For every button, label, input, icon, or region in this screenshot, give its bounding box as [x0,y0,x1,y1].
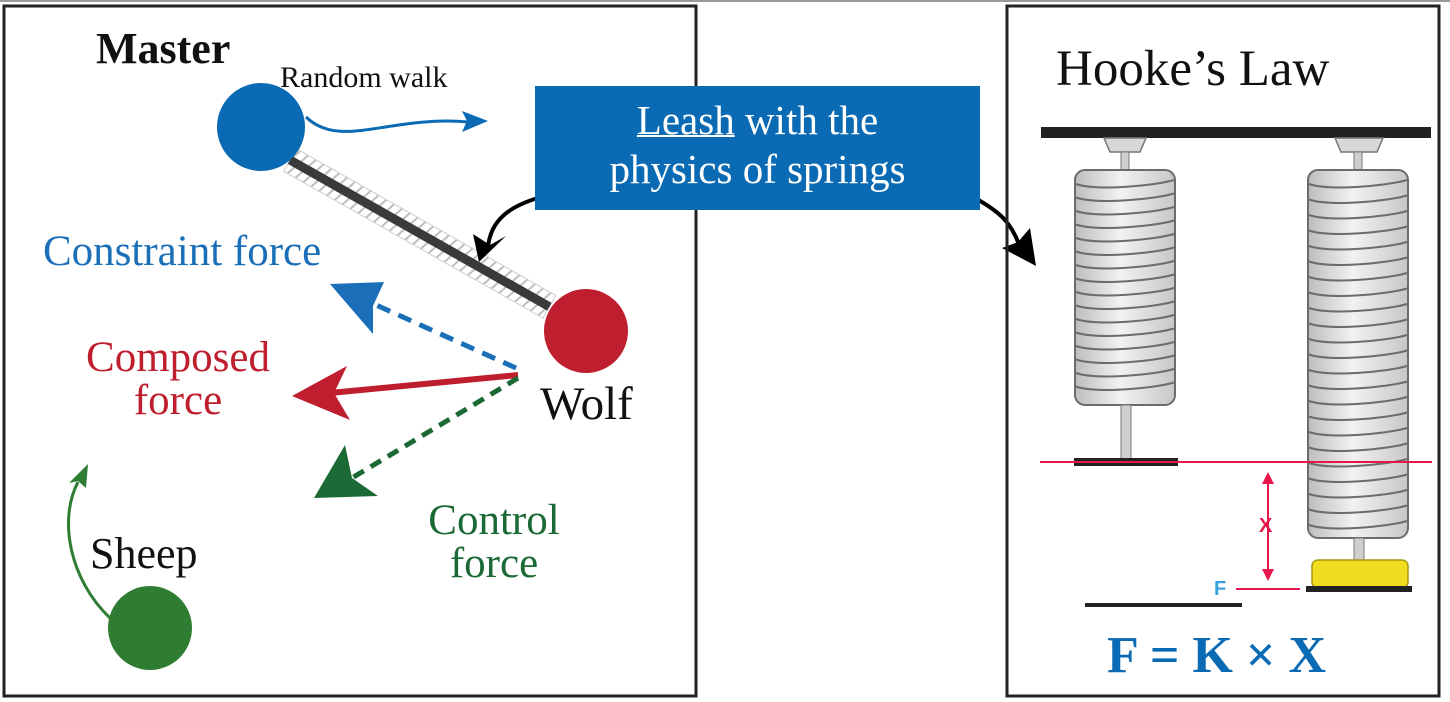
composed-force-line-1: Composed [86,334,270,381]
callout-line-2: physics of springs [609,146,906,192]
stretched-spring [1306,137,1412,592]
spring-coil [1308,334,1408,344]
constraint-force-arrow [363,297,518,371]
spring-coil [1075,260,1175,270]
spring-coil [1075,300,1175,310]
spring-coil [1308,458,1408,468]
spring-coil [1308,241,1408,251]
spring-coil [1075,206,1175,216]
constraint-force-arrowhead [330,282,384,334]
hookes-law-title: Hooke’s Law [1056,41,1330,97]
ceiling-bar [1041,127,1431,138]
spring-coil [1075,219,1175,229]
x-dimension-down-arrow [1262,569,1274,581]
callout-pointer-left [486,194,546,249]
spring-coil [1308,520,1408,530]
control-force-line-2: force [449,540,539,587]
hanging-weight [1311,559,1409,589]
spring-coil [1308,365,1408,375]
spring-coil [1075,368,1175,378]
sheep-path-arrowhead [69,464,88,488]
wolf-label: Wolf [540,378,633,430]
control-force-line-1: Control [428,497,560,544]
spring-coil [1075,341,1175,351]
force-label: F [1214,578,1227,600]
sheep-path-arrow [67,481,112,620]
control-force-arrow [350,375,520,481]
composed-force-arrowhead [292,366,350,420]
spring-coil [1308,179,1408,189]
spring-coil [1075,192,1175,202]
spring-coil [1308,473,1408,483]
spring-coil [1308,427,1408,437]
sheep-label: Sheep [90,529,198,578]
composed-force-arrow [329,372,519,396]
spring-coil [1308,256,1408,266]
spring-coil [1075,273,1175,283]
left-panel-frame [2,4,698,698]
spring-coil [1308,489,1408,499]
random-walk-arrow [304,115,469,133]
spring-coil [1075,179,1175,189]
callout-pointer-right [974,196,1020,243]
spring-coil [1308,210,1408,220]
rest-spring [1074,137,1178,466]
hookes-law-formula: F = K × X [1107,627,1327,684]
random-walk-label: Random walk [280,61,448,94]
callout-underlined-word: Leash [636,97,735,143]
spring-coil [1308,287,1408,297]
random-walk-arrowhead [462,111,488,132]
callout-line-1-rest: with the [734,97,879,143]
x-dimension-up-arrow [1262,472,1274,484]
callout-pointer-right-head [1002,228,1036,266]
control-force-arrowhead [314,445,378,498]
composed-force-label: Composed force [52,336,304,422]
spring-coil [1075,246,1175,256]
spring-coil [1075,381,1175,391]
sheep-node [108,586,192,670]
spring-coil [1075,314,1175,324]
spring-coil [1308,380,1408,390]
spring-coil [1308,318,1408,328]
spring-coil [1308,504,1408,514]
spring-coil [1308,303,1408,313]
spring-coil [1075,287,1175,297]
callout-line-1: Leash with the [535,96,980,145]
composed-force-line-2: force [133,377,223,424]
spring-coil [1075,354,1175,364]
spring-coil [1075,233,1175,243]
leash-callout: Leash with the physics of springs [535,86,980,210]
spring-coil [1308,194,1408,204]
control-force-label: Control force [404,499,584,585]
master-label: Master [96,24,231,73]
master-node [217,83,305,171]
right-panel-frame [1005,4,1441,698]
spring-coil [1308,225,1408,235]
spring-coil [1308,442,1408,452]
constraint-force-label: Constraint force [43,228,322,275]
spring-coil [1075,327,1175,337]
spring-coil [1308,349,1408,359]
x-measure-label: X [1259,515,1273,537]
spring-coil [1308,272,1408,282]
wolf-node [544,289,628,373]
leash-spring [282,148,557,319]
spring-coil [1308,411,1408,421]
spring-coil [1308,396,1408,406]
callout-pointer-left-head [473,234,506,262]
